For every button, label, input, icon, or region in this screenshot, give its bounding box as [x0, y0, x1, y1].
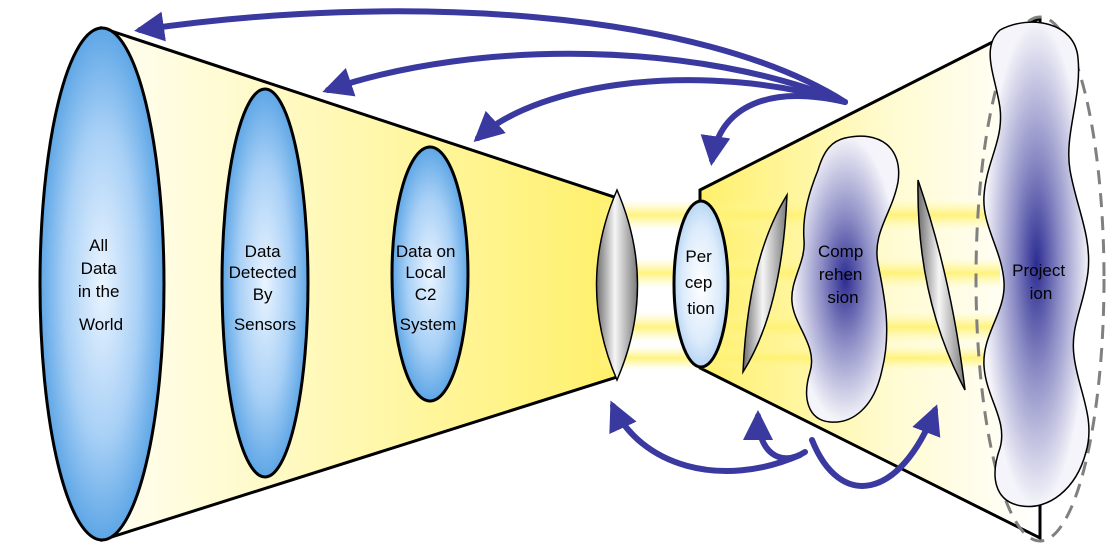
lens-middle: [742, 192, 788, 375]
arrow-to-perception: [700, 93, 848, 166]
arrow-to-detected-data: [322, 50, 848, 105]
detected-data-label: Data Detected By Sensors: [229, 242, 302, 334]
perception-label: Per cep tion: [685, 247, 717, 318]
arrow-bottom-to-left-lens: [609, 400, 803, 475]
local-data-disc: [390, 145, 470, 403]
comprehension-cloud: [791, 135, 900, 423]
arrow-to-local-data: [473, 77, 848, 143]
feedback-arrows: [134, 8, 941, 489]
arrow-bottom-to-right-lens: [809, 404, 941, 489]
projection-cloud: [983, 21, 1090, 508]
projection-label: Project ion: [1012, 261, 1070, 303]
perception-disc: [672, 199, 730, 369]
all-data-disc: [38, 26, 166, 542]
local-data-label: Data on Local C2 System: [396, 242, 460, 334]
detected-data-disc: [220, 87, 310, 479]
lens-left: [595, 188, 639, 382]
all-data-label: All Data in the World: [78, 236, 124, 334]
comprehension-label: Comp rehen sion: [818, 242, 868, 307]
arrow-bottom-to-middle-lens: [743, 410, 808, 462]
projection-dashed-boundary: [974, 15, 1106, 543]
arrow-to-all-data: [134, 8, 848, 105]
lens-right: [917, 179, 966, 391]
